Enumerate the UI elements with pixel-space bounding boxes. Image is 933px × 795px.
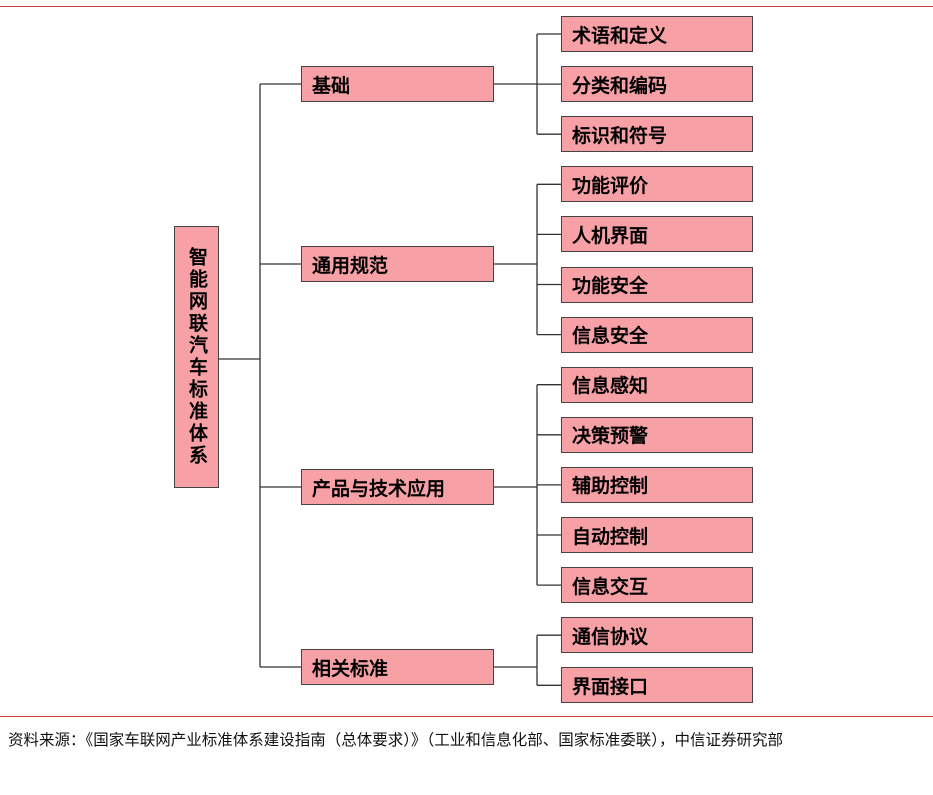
connector-lines [219,33,561,686]
leaf-node: 决策预警 [561,416,753,453]
leaf-node-label: 通信协议 [572,625,649,648]
root-node: 智能网联汽车标准体系 [174,226,219,488]
leaf-node: 分类和编码 [561,66,753,103]
leaf-node-label: 人机界面 [572,224,649,247]
leaf-node-label: 分类和编码 [572,74,668,97]
source-note: 资料来源：《国家车联网产业标准体系建设指南（总体要求）》（工业和信息化部、国家标… [8,731,784,749]
leaf-node: 信息交互 [561,567,753,604]
leaf-node-label: 辅助控制 [572,475,649,498]
leaf-node-label: 信息交互 [572,575,649,598]
leaf-node-label: 决策预警 [572,425,649,448]
leaf-node: 界面接口 [561,667,753,704]
category-node: 相关标准 [301,649,494,685]
leaf-node-label: 术语和定义 [572,24,668,47]
category-node: 产品与技术应用 [301,469,494,505]
category-node: 基础 [301,66,494,102]
leaf-node: 信息感知 [561,366,753,403]
root-node-label: 智能网联汽车标准体系 [186,247,208,467]
leaf-node-label: 功能安全 [572,275,649,297]
leaf-node-label: 信息感知 [572,375,649,398]
category-node-label: 基础 [312,74,351,97]
top-divider [0,6,933,7]
bottom-divider [0,716,933,717]
leaf-node: 通信协议 [561,617,753,654]
category-node-label: 通用规范 [312,254,389,277]
leaf-node: 自动控制 [561,517,753,553]
leaf-node: 标识和符号 [561,116,753,153]
category-node-label: 相关标准 [312,657,389,680]
leaf-node: 人机界面 [561,216,753,253]
leaf-node-label: 自动控制 [572,525,649,548]
leaf-node-label: 信息安全 [572,325,649,348]
leaf-node-label: 界面接口 [572,675,649,698]
leaf-node: 功能评价 [561,166,753,203]
leaf-node: 功能安全 [561,266,753,303]
leaf-node: 信息安全 [561,316,753,353]
leaf-node: 辅助控制 [561,466,753,503]
category-node-label: 产品与技术应用 [312,477,446,500]
leaf-node: 术语和定义 [561,16,753,52]
category-node: 通用规范 [301,246,494,282]
leaf-node-label: 功能评价 [572,174,649,197]
leaf-node-label: 标识和符号 [572,124,668,147]
